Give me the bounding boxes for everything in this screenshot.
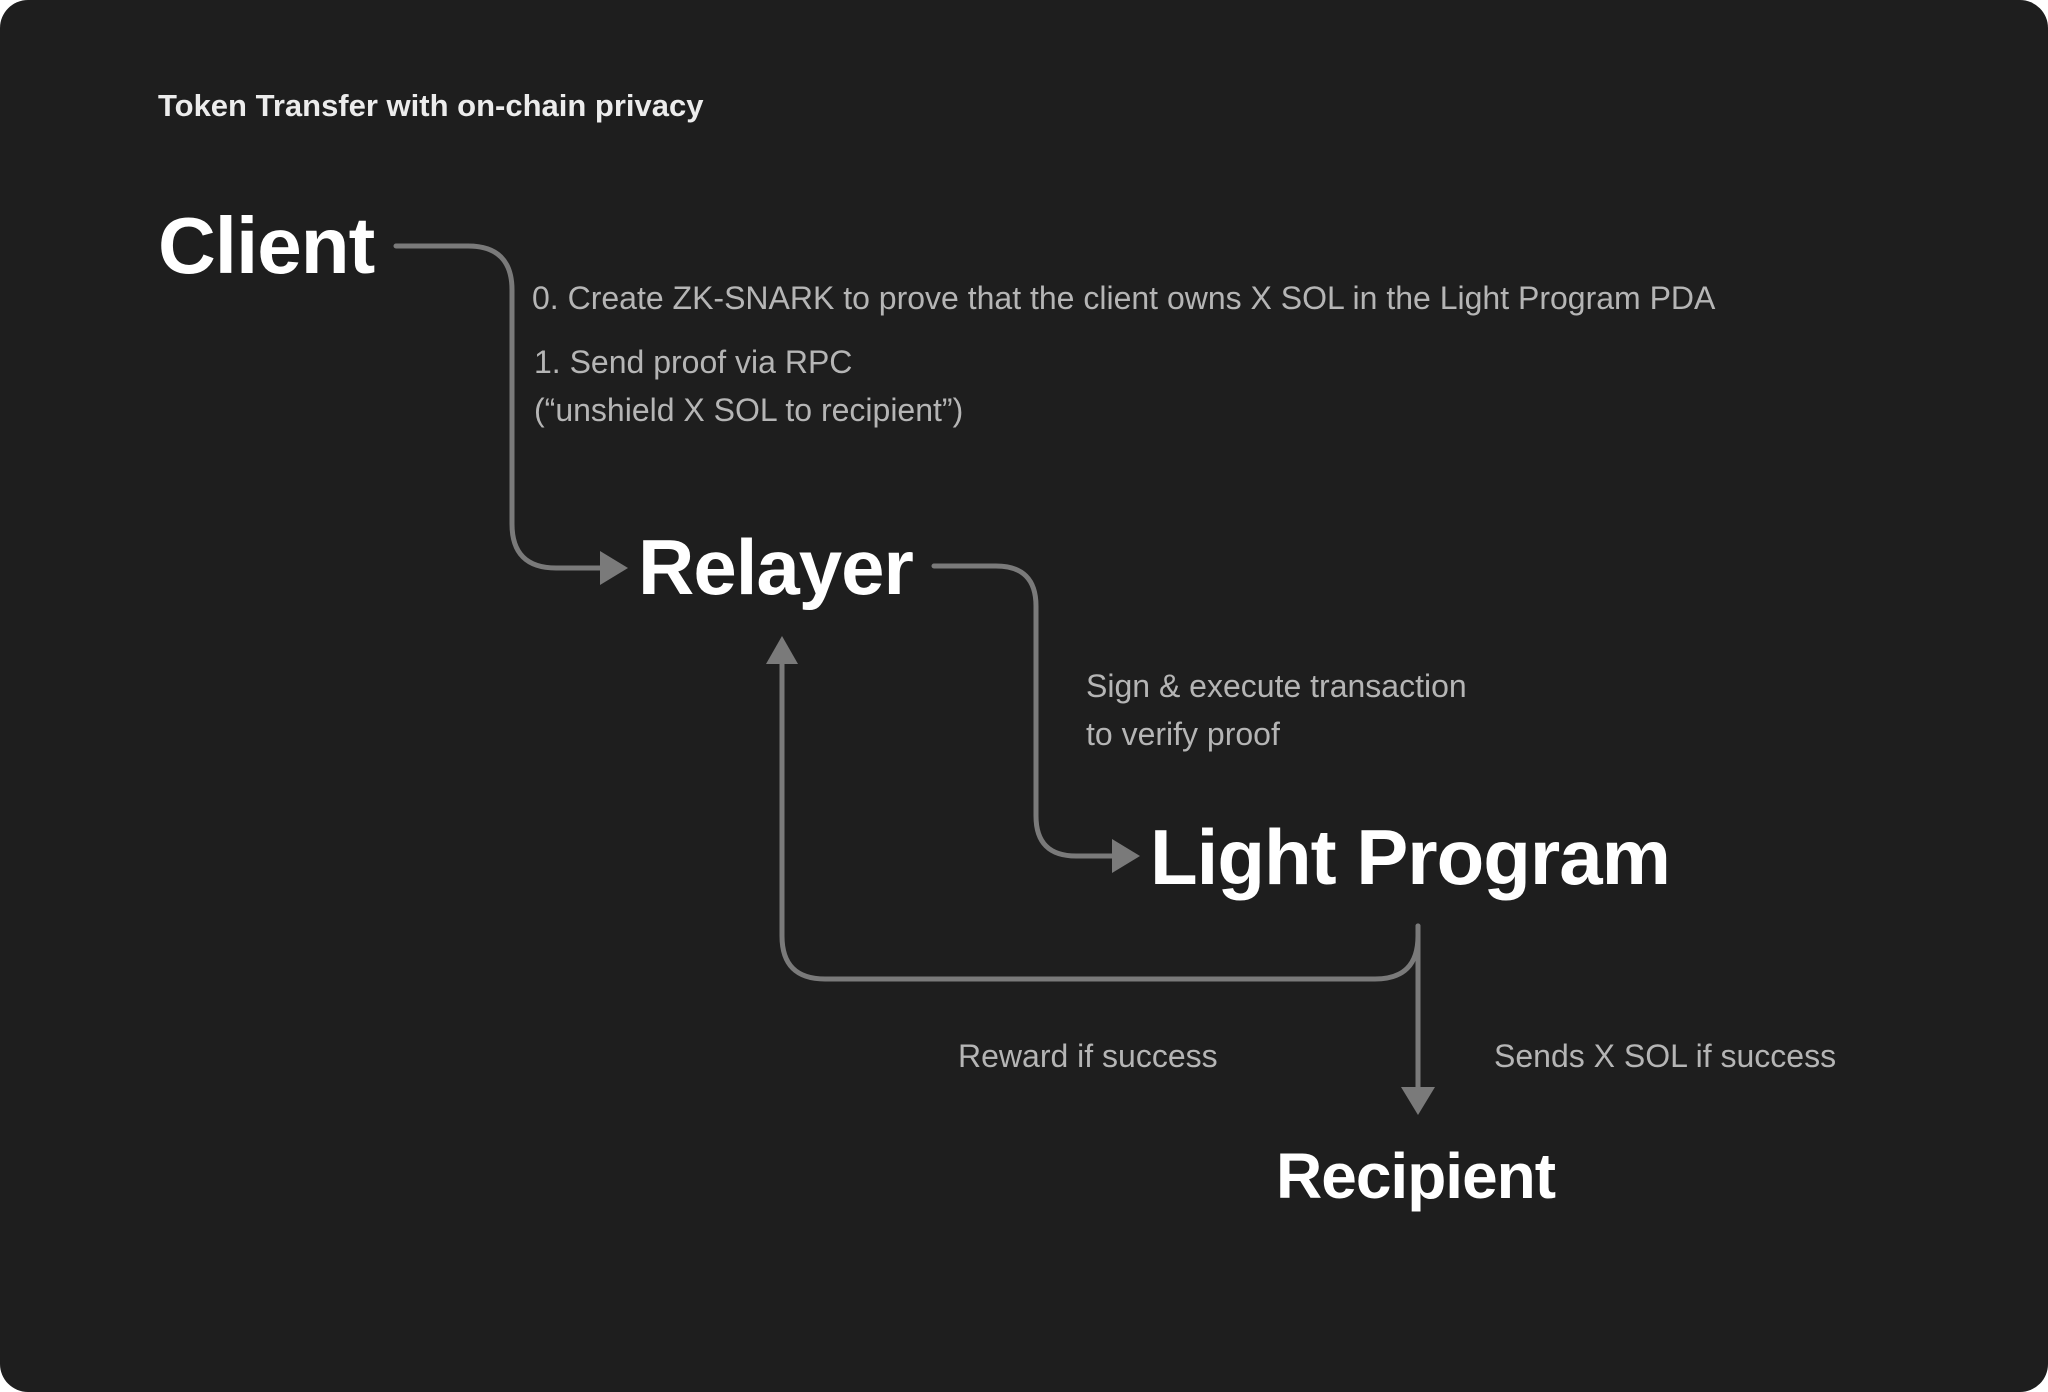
node-recipient: Recipient [1276, 1140, 1556, 1212]
arrowhead-into-relayer [600, 551, 628, 585]
label-step1-line2: (“unshield X SOL to recipient”) [534, 392, 964, 428]
label-sends: Sends X SOL if success [1494, 1038, 1837, 1074]
node-relayer: Relayer [638, 523, 914, 611]
connector-client-to-relayer [393, 243, 605, 571]
connector-light-program-to-relayer [779, 657, 1421, 982]
node-client: Client [158, 201, 375, 290]
diagram-title: Token Transfer with on-chain privacy [158, 88, 704, 123]
arrowhead-into-recipient [1401, 1087, 1435, 1115]
label-reward: Reward if success [958, 1038, 1218, 1074]
label-step0: 0. Create ZK-SNARK to prove that the cli… [532, 280, 1716, 316]
arrowhead-into-light-program [1112, 839, 1140, 873]
node-light-program: Light Program [1150, 813, 1671, 901]
connector-relayer-to-light-program [931, 563, 1117, 859]
label-sign-line1: Sign & execute transaction [1086, 668, 1467, 704]
label-sign-line2: to verify proof [1086, 716, 1280, 752]
label-step1-line1: 1. Send proof via RPC [534, 344, 853, 380]
arrowhead-up-to-relayer [766, 636, 798, 664]
